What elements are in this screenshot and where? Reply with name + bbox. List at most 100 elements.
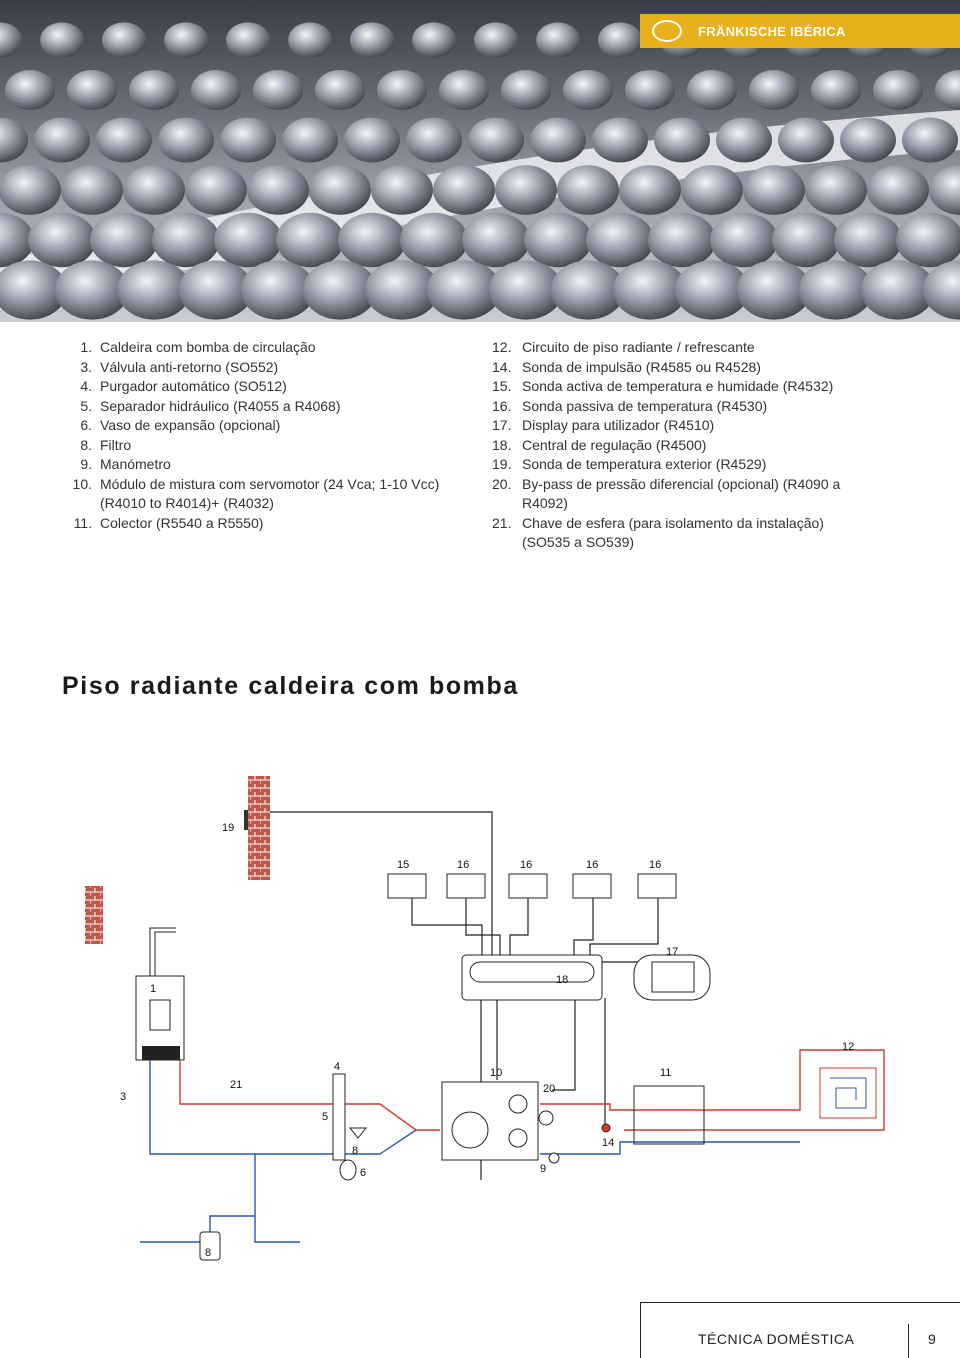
label-14: 14 <box>602 1137 614 1149</box>
label-6: 6 <box>360 1167 366 1179</box>
legend-text: Sonda passiva de temperatura (R4530) <box>522 397 768 414</box>
legend-text: Display para utilizador (R4510) <box>522 417 715 433</box>
legend-number: 6. <box>80 417 92 433</box>
legend-text: (R4010 to R4014)+ (R4032) <box>100 495 274 511</box>
legend-text: Colector (R5540 a R5550) <box>100 514 264 531</box>
floor-coil: 12 <box>819 1041 877 1119</box>
legend-number: 16. <box>492 397 512 414</box>
hydraulic-lines <box>140 1049 885 1243</box>
label-12: 12 <box>842 1041 854 1053</box>
legend-text: R4092) <box>522 495 568 511</box>
legend-item: 21. Chave de esfera (para isolamento da i… <box>492 514 932 534</box>
boiler: 1 <box>135 927 185 1061</box>
label-1: 1 <box>150 983 156 995</box>
legend-item: 12. Circuito de piso radiante / refrescan… <box>492 338 932 358</box>
legend-number: 20. <box>492 475 512 492</box>
legend-item: 10.Módulo de mistura com servomotor (24 … <box>68 475 488 495</box>
legend-item: 9.Manómetro <box>68 455 488 475</box>
pressure-gauge-icon <box>548 1152 560 1164</box>
hydraulic-separator <box>332 1073 346 1161</box>
label-4: 4 <box>334 1061 340 1073</box>
legend-item: 8. Filtro <box>68 436 488 456</box>
legend-item: 5.Separador hidráulico (R4055 a R4068) <box>68 397 488 417</box>
legend-item: 4.Purgador automático (SO512) <box>68 377 488 397</box>
label-3: 3 <box>120 1091 126 1103</box>
flow-sensor-icon <box>601 1123 611 1133</box>
legend-item: 15.Sonda activa de temperatura e humidad… <box>492 377 932 397</box>
legend-number: 21. <box>492 514 512 531</box>
room-sensors: 15 16 16 16 16 <box>387 859 677 899</box>
legend-number: 8. <box>80 436 92 453</box>
label-16: 16 <box>649 859 661 871</box>
installation-schematic: 19 15 16 16 16 16 18 17 <box>85 776 885 1261</box>
legend-number: 15. <box>492 378 512 394</box>
legend-item: 11. Colector (R5540 a R5550) <box>68 514 488 534</box>
legend-text: Sonda de temperatura exterior (R4529) <box>522 456 767 472</box>
legend-number: 18. <box>492 436 512 453</box>
radiant-panel-photo <box>0 22 960 320</box>
filter-icon <box>348 1127 368 1139</box>
legend-text: Vaso de expansão (opcional) <box>100 417 281 433</box>
brand-logo-icon <box>652 20 682 42</box>
header-photo: FRÄNKISCHE IBÉRICA <box>0 0 960 322</box>
legend-item: 19. Sonda de temperatura exterior (R4529) <box>492 455 932 475</box>
legend-number: 17. <box>492 417 512 433</box>
legend-item: 1. Caldeira com bomba de circulação <box>68 338 488 358</box>
label-20: 20 <box>543 1083 555 1095</box>
legend-number <box>492 494 522 514</box>
legend-number <box>492 533 522 553</box>
legend-number: 19. <box>492 456 512 472</box>
legend-item: 18. Central de regulação (R4500) <box>492 436 932 456</box>
legend-item: 17. Display para utilizador (R4510) <box>492 416 932 436</box>
legend-number <box>68 494 100 514</box>
label-16: 16 <box>520 859 532 871</box>
bypass-valve-icon <box>538 1110 554 1126</box>
legend-item: 20. By-pass de pressão diferencial (opcio… <box>492 475 932 495</box>
outer-wall: 19 <box>222 776 270 880</box>
legend-item: 3. Válvula anti-retorno (SO552) <box>68 358 488 378</box>
central-controller: 18 <box>461 954 603 1001</box>
legend-text: By-pass de pressão diferencial (opcional… <box>522 475 841 492</box>
expansion-vessel-icon <box>339 1159 357 1181</box>
legend-number: 1. <box>80 339 92 355</box>
filter-housing <box>199 1231 221 1261</box>
label-11: 11 <box>660 1067 671 1079</box>
legend-text: Caldeira com bomba de circulação <box>100 339 316 355</box>
label-19: 19 <box>222 822 234 834</box>
label-9: 9 <box>540 1163 546 1175</box>
section-title: Piso radiante caldeira com bomba <box>62 672 519 700</box>
legend-text: Circuito de piso radiante / refrescante <box>522 339 755 355</box>
label-16: 16 <box>457 859 469 871</box>
label-10: 10 <box>490 1067 502 1079</box>
label-5: 5 <box>322 1111 328 1123</box>
legend-item: (R4010 to R4014)+ (R4032) <box>68 494 488 514</box>
legend-text: Válvula anti-retorno (SO552) <box>100 358 279 375</box>
legend-item: 16. Sonda passiva de temperatura (R4530) <box>492 397 932 417</box>
legend-right: 12. Circuito de piso radiante / refrescan… <box>492 338 932 553</box>
label-18: 18 <box>556 974 568 986</box>
knob-pattern <box>0 22 960 320</box>
footer-section: TÉCNICA DOMÉSTICA <box>698 1331 855 1347</box>
legend-item: R4092) <box>492 494 932 514</box>
legend-text: Central de regulação (R4500) <box>522 436 707 453</box>
legend-item: (SO535 a SO539) <box>492 533 932 553</box>
legend-number: 12. <box>492 339 512 355</box>
manifold <box>633 1085 705 1145</box>
page-number: 9 <box>928 1331 936 1347</box>
page-footer: TÉCNICA DOMÉSTICA 9 <box>640 1302 960 1358</box>
legend-text: Filtro <box>100 436 132 453</box>
legend-text: Sonda de impulsão (R4585 ou R4528) <box>522 358 761 375</box>
legend-text: (SO535 a SO539) <box>522 534 635 550</box>
legend-number: 3. <box>80 358 92 375</box>
legend-number: 11. <box>73 514 92 531</box>
brand-name: FRÄNKISCHE IBÉRICA <box>698 24 846 39</box>
label-15: 15 <box>397 859 409 871</box>
legend-number: 14. <box>492 358 512 375</box>
legend-number: 9. <box>80 456 92 472</box>
label-17: 17 <box>666 946 678 958</box>
legend-number: 4. <box>80 378 92 394</box>
legend-text: Chave de esfera (para isolamento da inst… <box>522 514 824 531</box>
outdoor-sensor-icon <box>244 810 248 830</box>
user-display: 17 <box>633 946 711 1001</box>
brand-banner: FRÄNKISCHE IBÉRICA <box>640 14 960 48</box>
